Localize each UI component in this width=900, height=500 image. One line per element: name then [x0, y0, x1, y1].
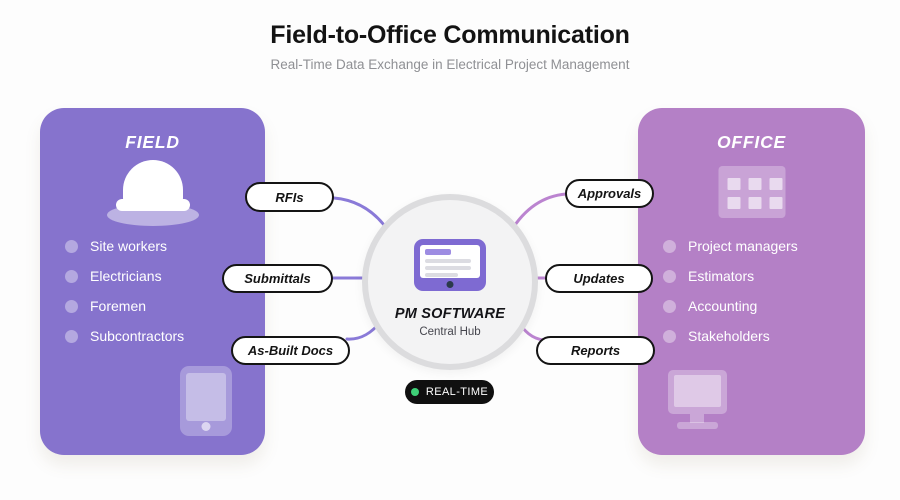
central-hub: PM SOFTWARE Central Hub: [362, 194, 538, 370]
tablet-icon: [414, 239, 486, 291]
member-label: Subcontractors: [90, 328, 185, 344]
list-item: Stakeholders: [663, 321, 798, 351]
list-item: Electricians: [65, 261, 184, 291]
bullet-icon: [65, 299, 78, 313]
bullet-icon: [663, 269, 676, 283]
bullet-icon: [65, 269, 78, 283]
realtime-indicator-dot: [410, 388, 419, 396]
office-panel: OFFICE Project managers Estimators Accou…: [638, 108, 865, 455]
field-member-list: Site workers Electricians Foremen Subcon…: [65, 231, 184, 351]
page-subtitle: Real-Time Data Exchange in Electrical Pr…: [270, 57, 630, 72]
list-item: Estimators: [663, 261, 798, 291]
bullet-icon: [65, 239, 78, 253]
flow-pill-as-built-docs: As-Built Docs: [231, 336, 350, 365]
member-label: Stakeholders: [688, 328, 770, 344]
hub-name: PM SOFTWARE: [394, 306, 506, 322]
flow-pill-rfis: RFIs: [245, 182, 334, 212]
flow-pill-reports: Reports: [536, 336, 655, 365]
office-member-list: Project managers Estimators Accounting S…: [663, 231, 798, 351]
flow-pill-approvals: Approvals: [565, 179, 654, 208]
bullet-icon: [663, 329, 676, 343]
realtime-status-badge: REAL-TIME: [405, 380, 494, 404]
desktop-monitor-icon: [668, 370, 728, 432]
member-label: Site workers: [90, 238, 168, 254]
list-item: Accounting: [663, 291, 798, 321]
list-item: Subcontractors: [65, 321, 184, 351]
list-item: Project managers: [663, 231, 798, 261]
list-item: Site workers: [65, 231, 184, 261]
member-label: Accounting: [688, 298, 758, 314]
office-panel-title: OFFICE: [717, 132, 786, 152]
bullet-icon: [663, 239, 676, 253]
member-label: Project managers: [688, 238, 798, 254]
hub-subtitle: Central Hub: [419, 326, 481, 338]
field-panel-title: FIELD: [125, 132, 180, 152]
flow-pill-updates: Updates: [545, 264, 653, 293]
bullet-icon: [663, 299, 676, 313]
link-approvals: [509, 192, 568, 233]
member-label: Electricians: [90, 268, 162, 284]
page-title: Field-to-Office Communication: [270, 21, 630, 49]
member-label: Foremen: [90, 298, 147, 314]
bullet-icon: [65, 329, 78, 343]
member-label: Estimators: [688, 268, 755, 284]
flow-pill-submittals: Submittals: [222, 264, 333, 293]
hard-hat-icon: [40, 160, 265, 230]
realtime-label: REAL-TIME: [425, 386, 489, 398]
office-building-icon: [718, 166, 785, 218]
smartphone-icon: [180, 366, 232, 436]
list-item: Foremen: [65, 291, 184, 321]
